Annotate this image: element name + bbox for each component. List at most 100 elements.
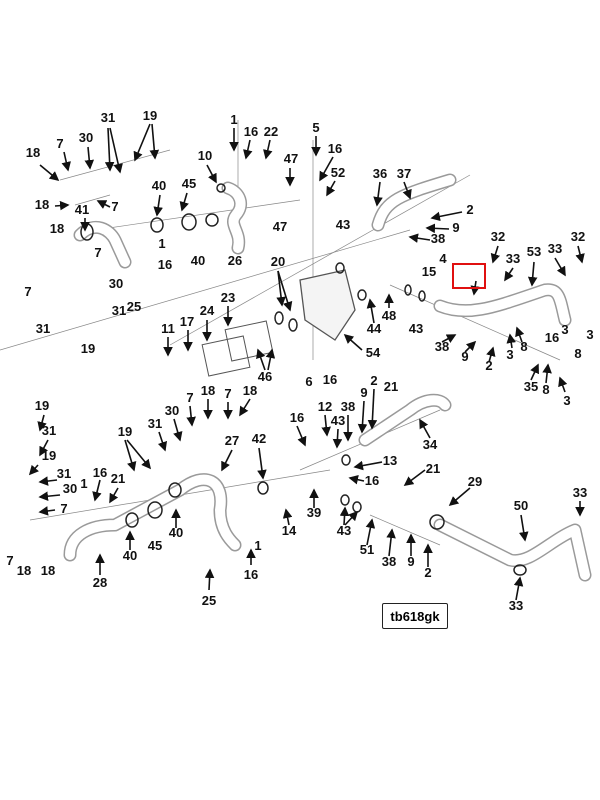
callout-arrow bbox=[186, 405, 196, 427]
callout-18: 18 bbox=[17, 563, 31, 578]
callout-16: 16 bbox=[93, 465, 107, 480]
callout-arrow bbox=[54, 200, 70, 211]
callout-arrow bbox=[419, 418, 431, 439]
callout-1: 1 bbox=[254, 538, 261, 553]
callout-9: 9 bbox=[461, 349, 468, 364]
callout-9: 9 bbox=[452, 220, 459, 235]
callout-10: 10 bbox=[198, 148, 212, 163]
callout-arrow bbox=[61, 151, 71, 172]
callout-38: 38 bbox=[382, 554, 396, 569]
callout-23: 23 bbox=[221, 290, 235, 305]
callout-21: 21 bbox=[111, 471, 125, 486]
callout-21: 21 bbox=[426, 461, 440, 476]
callout-19: 19 bbox=[81, 341, 95, 356]
reference-code: tb618gk bbox=[382, 603, 448, 629]
callout-arrow bbox=[124, 439, 137, 472]
callout-arrow bbox=[92, 479, 102, 502]
callout-19: 19 bbox=[143, 108, 157, 123]
callout-5: 5 bbox=[312, 120, 319, 135]
callout-21: 21 bbox=[384, 379, 398, 394]
callout-7: 7 bbox=[94, 245, 101, 260]
callout-47: 47 bbox=[273, 219, 287, 234]
callout-38: 38 bbox=[431, 231, 445, 246]
callout-arrow bbox=[277, 270, 293, 312]
callout-19: 19 bbox=[42, 448, 56, 463]
callout-1: 1 bbox=[158, 236, 165, 251]
callout-arrow bbox=[221, 449, 233, 472]
callout-31: 31 bbox=[101, 110, 115, 125]
callout-44: 44 bbox=[367, 321, 382, 336]
callout-35: 35 bbox=[524, 379, 538, 394]
callout-8: 8 bbox=[520, 339, 527, 354]
callout-arrow bbox=[504, 267, 514, 282]
callout-40: 40 bbox=[152, 178, 166, 193]
callout-18: 18 bbox=[41, 563, 55, 578]
callout-43: 43 bbox=[337, 523, 351, 538]
callout-32: 32 bbox=[491, 229, 505, 244]
callout-2: 2 bbox=[485, 358, 492, 373]
callout-arrow bbox=[575, 245, 585, 264]
callout-2: 2 bbox=[466, 202, 473, 217]
callout-53: 53 bbox=[527, 244, 541, 259]
callout-30: 30 bbox=[109, 276, 123, 291]
callout-arrow bbox=[357, 400, 368, 434]
callout-11: 11 bbox=[161, 321, 175, 336]
callout-arrow bbox=[386, 528, 396, 557]
callout-17: 17 bbox=[180, 314, 194, 329]
callout-2: 2 bbox=[370, 373, 377, 388]
callout-40: 40 bbox=[191, 253, 205, 268]
callout-16: 16 bbox=[244, 567, 258, 582]
callout-arrow bbox=[157, 431, 168, 452]
callout-43: 43 bbox=[331, 413, 345, 428]
callout-arrow bbox=[239, 398, 251, 417]
callout-arrow bbox=[486, 346, 496, 363]
callout-arrow bbox=[84, 146, 95, 170]
callout-7: 7 bbox=[186, 390, 193, 405]
callout-8: 8 bbox=[542, 382, 549, 397]
callout-7: 7 bbox=[56, 136, 63, 151]
callout-40: 40 bbox=[169, 525, 183, 540]
callout-15: 15 bbox=[422, 264, 436, 279]
callout-arrow bbox=[153, 194, 163, 217]
callout-arrow bbox=[348, 474, 365, 485]
callout-50: 50 bbox=[514, 498, 528, 513]
callout-18: 18 bbox=[35, 197, 49, 212]
callout-40: 40 bbox=[123, 548, 137, 563]
callout-arrow bbox=[256, 348, 266, 371]
callout-arrow bbox=[367, 388, 378, 430]
callout-3: 3 bbox=[506, 347, 513, 362]
callout-3: 3 bbox=[586, 327, 593, 342]
callout-16: 16 bbox=[244, 124, 258, 139]
callout-arrow bbox=[39, 439, 49, 457]
callout-33: 33 bbox=[573, 485, 587, 500]
callout-41: 41 bbox=[75, 202, 89, 217]
callout-arrow bbox=[343, 333, 363, 351]
callout-arrow bbox=[332, 428, 343, 449]
callout-31: 31 bbox=[36, 321, 50, 336]
callout-38: 38 bbox=[341, 399, 355, 414]
callout-arrow bbox=[558, 376, 568, 393]
callout-26: 26 bbox=[228, 253, 242, 268]
callout-16: 16 bbox=[290, 410, 304, 425]
callout-43: 43 bbox=[409, 321, 423, 336]
callout-52: 52 bbox=[331, 165, 345, 180]
callout-7: 7 bbox=[224, 386, 231, 401]
callout-arrow bbox=[464, 340, 477, 353]
callout-arrow bbox=[321, 414, 331, 437]
callout-33: 33 bbox=[509, 598, 523, 613]
callout-arrow bbox=[490, 245, 500, 264]
callout-16: 16 bbox=[323, 372, 337, 387]
callout-20: 20 bbox=[271, 254, 285, 269]
callout-arrow bbox=[425, 223, 450, 234]
callout-8: 8 bbox=[574, 346, 581, 361]
callout-arrow bbox=[28, 464, 39, 476]
callout-arrow bbox=[109, 127, 123, 174]
callout-34: 34 bbox=[423, 437, 438, 452]
callout-7: 7 bbox=[111, 199, 118, 214]
callout-33: 33 bbox=[506, 251, 520, 266]
callout-arrow bbox=[282, 508, 293, 526]
callout-30: 30 bbox=[63, 481, 77, 496]
callout-30: 30 bbox=[165, 403, 179, 418]
